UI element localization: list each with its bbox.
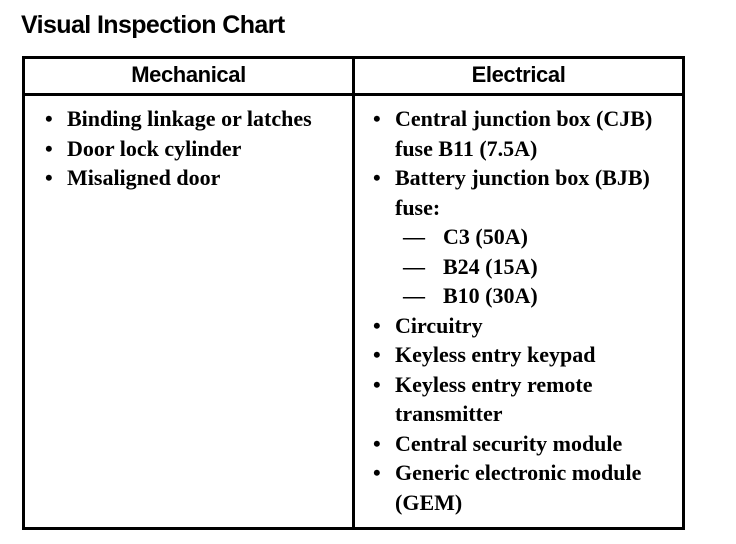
em-dash-icon: — [403,224,425,249]
sub-list-item-label: B10 (30A) [443,283,538,308]
bullet-icon: • [373,371,381,397]
visual-inspection-table: Mechanical Electrical • Binding linkage … [22,56,685,530]
column-header-electrical-label: Electrical [471,62,566,87]
em-dash-icon: — [403,283,425,308]
list-item: • Central security module [365,429,676,459]
em-dash-icon: — [403,253,425,279]
list-item: • Circuitry [365,311,676,341]
electrical-bullet-list: • Central junction box (CJB) fuse B11 (7… [365,104,676,517]
bullet-icon: • [45,106,53,131]
table-header-row: Mechanical Electrical [25,59,682,96]
page-title: Visual Inspection Chart [21,11,285,39]
list-item: • Central junction box (CJB) fuse B11 (7… [365,104,676,163]
table-header-cell-mechanical: Mechanical [25,59,355,93]
table-cell-mechanical: • Binding linkage or latches • Door lock… [25,96,355,530]
bullet-icon: • [373,312,381,338]
sub-list-item: — C3 (50A) [395,222,676,252]
table-body-row: • Binding linkage or latches • Door lock… [25,96,682,530]
list-item: • Battery junction box (BJB) fuse: — C3 … [365,163,676,311]
list-item-label: Circuitry [395,312,483,338]
table-header-cell-electrical: Electrical [355,59,682,93]
bjb-fuse-sub-list: — C3 (50A) — B24 (15A) — B10 (30A) [395,222,676,311]
list-item-label: Central junction box (CJB) fuse B11 (7.5… [395,106,653,161]
list-item-label: Misaligned door [67,165,221,190]
list-item: • Binding linkage or latches [37,104,346,134]
bullet-icon: • [373,430,381,456]
list-item-label: Battery junction box (BJB) fuse: [395,165,650,220]
bullet-icon: • [373,342,381,367]
list-item-label: Generic electronic module (GEM) [395,460,642,515]
list-item-label: Keyless entry keypad [395,342,596,367]
bullet-icon: • [373,165,381,190]
sub-list-item-label: B24 (15A) [443,253,538,279]
list-item: • Keyless entry keypad [365,340,676,370]
list-item: • Door lock cylinder [37,134,346,164]
sub-list-item: — B24 (15A) [395,252,676,282]
list-item: • Generic electronic module (GEM) [365,458,676,517]
list-item: • Keyless entry remote transmitter [365,370,676,429]
bullet-icon: • [373,106,381,131]
bullet-icon: • [45,135,53,161]
sub-list-item-label: C3 (50A) [443,224,528,249]
bullet-icon: • [373,460,381,485]
list-item: • Misaligned door [37,163,346,193]
sub-list-item: — B10 (30A) [395,281,676,311]
column-header-mechanical-label: Mechanical [131,62,246,87]
list-item-label: Binding linkage or latches [67,106,312,131]
table-cell-electrical: • Central junction box (CJB) fuse B11 (7… [355,96,682,530]
bullet-icon: • [45,165,53,190]
mechanical-bullet-list: • Binding linkage or latches • Door lock… [37,104,346,193]
list-item-label: Keyless entry remote transmitter [395,371,593,427]
list-item-label: Door lock cylinder [67,135,242,161]
list-item-label: Central security module [395,430,623,456]
